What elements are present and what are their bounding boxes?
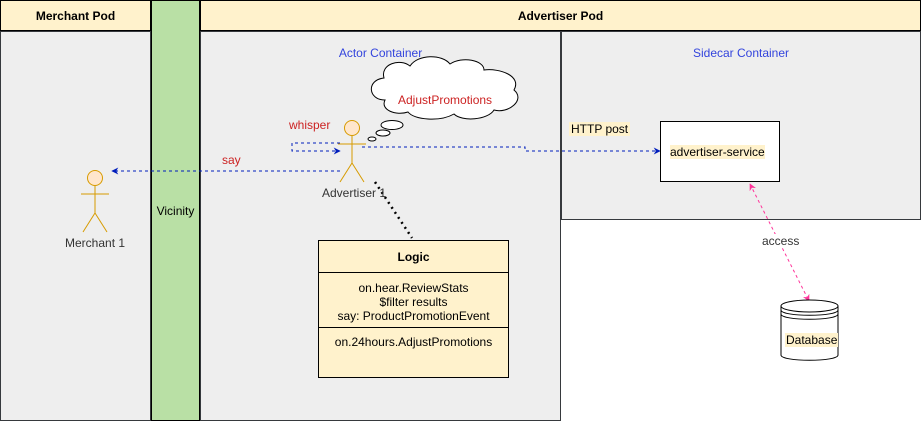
database-label: Database [785,333,839,347]
thought-bubble-small [367,136,377,142]
logic-box: Logic on.hear.ReviewStats $filter result… [318,240,509,378]
whisper-arrow [291,142,341,155]
vicinity-label: Vicinity [156,203,195,218]
whisper-label: whisper [289,118,331,132]
access-arrow [749,183,810,302]
merchant-actor-icon [81,170,109,233]
advertiser-pod-header: Advertiser Pod [200,0,921,31]
merchant-actor-label: Merchant 1 [65,236,126,250]
vicinity-band: Vicinity [151,0,200,421]
access-label: access [760,234,802,248]
logic-line-3: say: ProductPromotionEvent [337,309,490,323]
advertiser-actor-icon [338,120,366,183]
actor-container-label: Actor Container [338,46,423,60]
advertiser-actor-label: Advertiser 1 [322,186,387,200]
thought-bubble-medium [375,129,391,137]
merchant-pod-label: Merchant Pod [35,8,116,23]
thought-cloud-shape [370,56,519,120]
http-post-arrow [362,146,661,155]
advertiser-pod-label: Advertiser Pod [517,8,604,23]
advertiser-service-box: advertiser-service [660,121,780,182]
logic-link [373,181,414,239]
http-post-label: HTTP post [569,122,631,136]
logic-schedule: on.24hours.AdjustPromotions [319,328,508,349]
sidecar-container-label: Sidecar Container [692,46,790,60]
say-label: say [222,153,241,167]
advertiser-service-label: advertiser-service [670,144,765,159]
merchant-pod-body [0,31,151,421]
logic-line-4: on.24hours.AdjustPromotions [334,335,493,349]
thought-label: AdjustPromotions [398,93,493,107]
thought-bubble-large [380,120,404,130]
database-icon [780,299,839,361]
logic-line-1: on.hear.ReviewStats [358,281,469,295]
logic-line-2: $filter results [379,295,448,309]
logic-title: Logic [319,241,508,273]
logic-handlers: on.hear.ReviewStats $filter results say:… [319,273,508,328]
merchant-pod-header: Merchant Pod [0,0,151,31]
